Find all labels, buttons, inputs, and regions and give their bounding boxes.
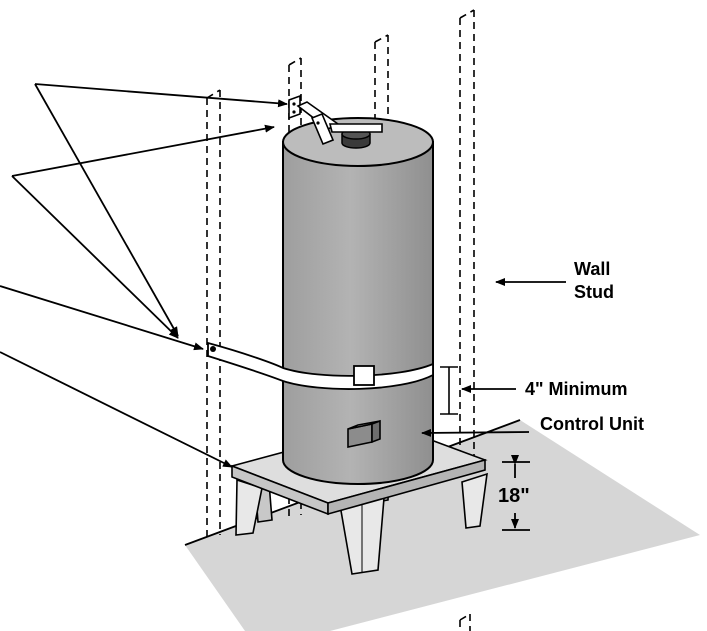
arrow-to-upper-strap xyxy=(11,124,275,177)
arrow-to-lower-strap-from-top xyxy=(34,83,179,337)
control-unit-label: Control Unit xyxy=(540,414,644,434)
arrow-to-strap-anchor xyxy=(11,175,179,339)
stand-leg-front-right xyxy=(461,472,488,529)
floor xyxy=(185,420,700,631)
wall-stud-left xyxy=(206,89,221,540)
pointer-arrows xyxy=(0,83,566,468)
wall-stud-bottom-stub xyxy=(459,613,471,631)
arrow-to-strap-end xyxy=(0,285,204,351)
wall-stud-right xyxy=(459,9,475,470)
minimum-clearance-dimension xyxy=(440,366,458,415)
wall-stud-label-line1: Wall xyxy=(574,259,610,279)
strap-bolt xyxy=(210,346,216,352)
arrow-to-upper-bracket xyxy=(34,83,288,108)
arrow-to-stand xyxy=(0,351,233,468)
arrow-to-control-unit xyxy=(421,428,530,437)
wall-stud-label-line2: Stud xyxy=(574,282,614,302)
water-heater-tank xyxy=(282,117,434,485)
lower-strap xyxy=(207,341,434,390)
stand-height-dimension xyxy=(502,455,530,531)
upper-strap-bracket xyxy=(288,94,383,146)
control-unit xyxy=(347,419,381,448)
stand-height-label: 18" xyxy=(498,485,530,507)
stand-edge-front-right xyxy=(327,458,486,516)
strap-buckle xyxy=(353,365,375,386)
minimum-clearance-label: 4" Minimum xyxy=(525,379,628,399)
